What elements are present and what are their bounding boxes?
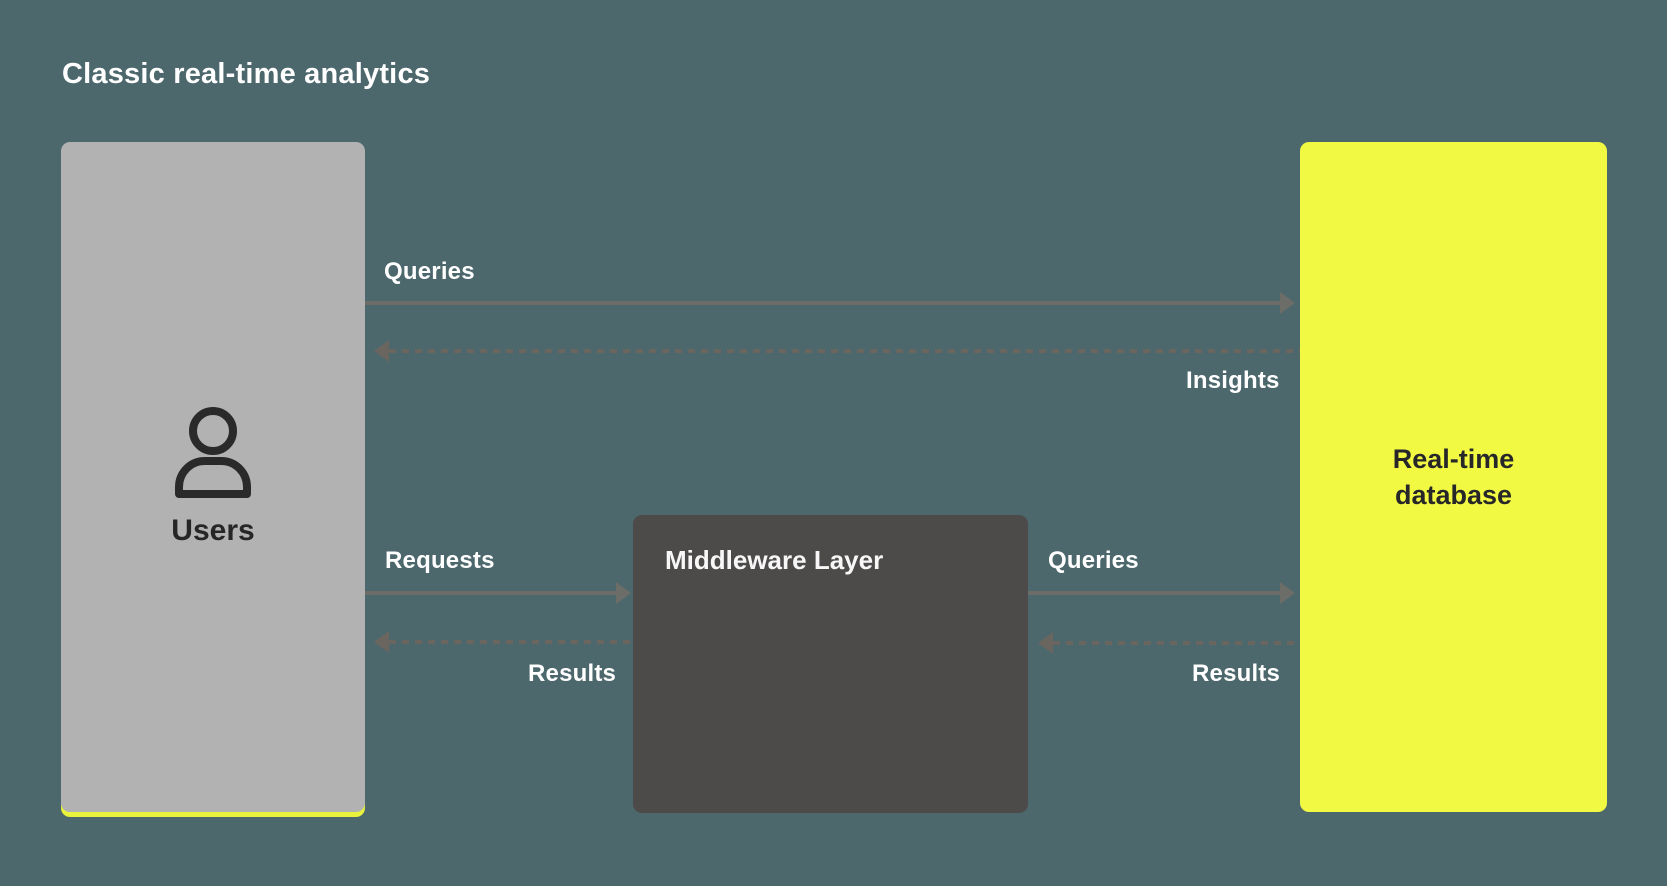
arrow-users-to-database: [365, 291, 1295, 315]
edge-label-insights: Insights: [1186, 367, 1280, 394]
edge-label-requests: Requests: [385, 547, 495, 574]
arrow-shaft-dashed: [1053, 641, 1300, 645]
arrow-users-to-middleware: [365, 581, 631, 605]
arrowhead-left-icon: [374, 340, 389, 362]
middleware-node: Middleware Layer: [633, 515, 1028, 813]
arrow-shaft: [1028, 591, 1280, 595]
arrowhead-left-icon: [1038, 632, 1053, 654]
arrowhead-right-icon: [1280, 582, 1295, 604]
arrow-shaft-dashed: [389, 640, 635, 644]
diagram-title: Classic real-time analytics: [62, 58, 431, 90]
arrow-middleware-to-users: [374, 630, 635, 654]
arrowhead-left-icon: [374, 631, 389, 653]
edge-label-queries-right: Queries: [1048, 547, 1139, 574]
arrow-middleware-to-database: [1028, 581, 1295, 605]
arrow-database-to-middleware: [1038, 631, 1300, 655]
arrow-database-to-users: [374, 339, 1300, 363]
arrow-shaft-dashed: [389, 349, 1300, 353]
edge-label-results-right: Results: [1192, 660, 1281, 687]
arrowhead-right-icon: [1280, 292, 1295, 314]
arrow-shaft: [365, 591, 616, 595]
middleware-node-label: Middleware Layer: [665, 545, 884, 575]
database-node-label: Real-time database: [1392, 444, 1515, 510]
person-icon: [172, 406, 254, 498]
users-node: Users: [61, 142, 365, 812]
edge-label-queries-top: Queries: [384, 258, 475, 285]
edge-label-results-left: Results: [528, 660, 617, 687]
users-node-label: Users: [171, 514, 255, 547]
database-node: Real-time database: [1300, 142, 1607, 812]
arrowhead-right-icon: [616, 582, 631, 604]
arrow-shaft: [365, 301, 1280, 305]
